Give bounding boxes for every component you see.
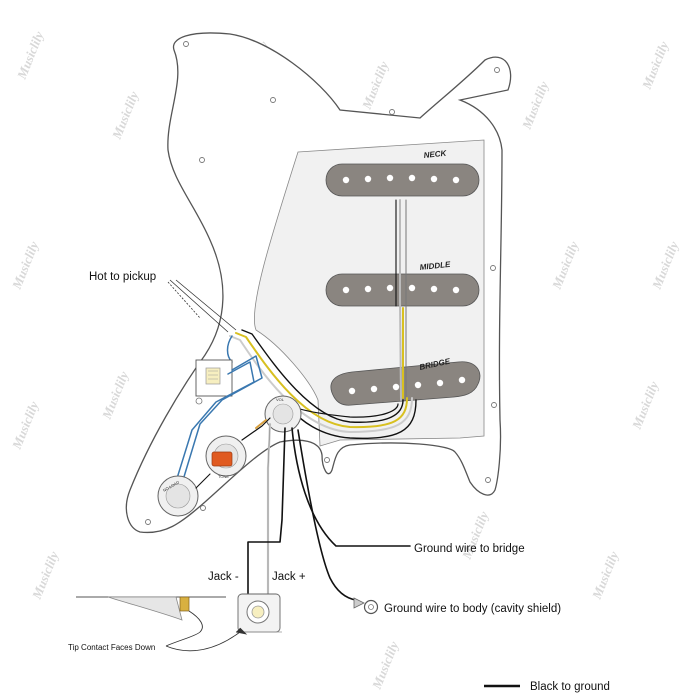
wire-blue-2 [173,361,255,489]
watermark-6: Musiclily [638,39,671,92]
wire-white [229,335,413,433]
leader-hot-3 [167,281,201,319]
side-view-wedge [107,596,183,621]
jack-side-view [76,596,226,633]
pickup-leads [395,199,407,401]
side-view-contact [179,596,190,612]
pickup-bridge-body [330,361,481,406]
screw-hole-7 [491,402,497,408]
screw-hole-9 [324,457,330,463]
legend-label-black: Black to ground [530,681,610,693]
wire-black-2 [289,399,417,439]
pickup-bridge: BRIDGE [330,357,481,406]
watermark-16: Musiclily [588,549,621,602]
screw-hole-8 [485,477,491,483]
watermark-4: Musiclily [358,59,391,112]
watermark-1: Musiclily [13,29,46,82]
pot-volume: VOL [264,395,302,433]
screw-hole-5 [199,157,205,163]
screw-hole-1 [183,41,189,47]
screw-hole-3 [389,109,395,115]
pot-tone: TONE [205,435,247,479]
screw-hole-10 [145,519,151,525]
wire-pot-link [195,473,211,489]
pickup-middle-poles [342,284,460,294]
screw-hole-2 [270,97,276,103]
pickguard-screws [145,41,500,525]
watermark-13: Musiclily [28,549,61,602]
wire-small-orange [255,419,267,429]
leader-tip-side [165,631,201,647]
five-way-switch [195,359,233,405]
wire-yellow [235,332,408,429]
pickup-neck-poles [342,174,460,184]
leader-arrow [235,627,248,635]
pot-tone-label: TONE [218,474,229,479]
pickup-neck: NECK [325,149,480,197]
wire-jack-hot-outline [267,423,271,599]
leader-hot-1 [169,279,229,333]
watermark-5: Musiclily [518,79,551,132]
wire-jack-ground [247,427,286,601]
leader-lines [165,279,248,652]
leader-hot-2 [175,279,237,331]
label-ground-to-bridge: Ground wire to bridge [414,543,525,555]
pickup-middle: MIDDLE [325,260,480,307]
tone-capacitor [211,451,233,467]
wire-pot-ground [241,417,271,441]
jack-sleeve [251,605,265,619]
pot-no-load: NO LOAD [157,475,199,517]
watermark-8: Musiclily [548,239,581,292]
watermark-11: Musiclily [98,369,131,422]
watermark-2: Musiclily [108,89,141,142]
pot-hookup-wires [195,417,271,489]
wire-black-3 [291,403,399,418]
label-tip-contact: Tip Contact Faces Down [68,643,155,652]
label-jack-minus: Jack - [208,571,239,583]
label-ground-to-body: Ground wire to body (cavity shield) [384,603,561,615]
label-jack-plus: Jack + [272,571,306,583]
legend: Black to ground [484,681,610,693]
side-view-tip [188,610,203,633]
neck-lead-white [399,199,402,401]
pickup-neck-label: NECK [423,149,448,160]
screw-hole-6 [490,265,496,271]
switch-contacts [205,367,221,385]
ground-eyelet [353,597,379,615]
leader-tip-jack [165,631,241,652]
pot-volume-label: VOL [276,397,285,402]
watermark-12: Musiclily [628,379,661,432]
watermark-7: Musiclily [8,239,41,292]
label-hot-to-pickup: Hot to pickup [89,271,156,283]
screw-hole-11 [200,505,206,511]
watermark-9: Musiclily [648,239,681,292]
wire-black-1 [241,329,404,423]
wire-ground-body [297,429,357,601]
pickup-middle-body [325,273,480,307]
watermark-10: Musiclily [8,399,41,452]
screw-hole-4 [494,67,500,73]
pickup-bridge-poles [348,376,466,395]
switch-screw [195,397,203,405]
watermark-14: Musiclily [368,639,401,692]
blue-wires [173,355,263,491]
pickup-middle-label: MIDDLE [419,260,451,272]
jack-wires [247,422,411,601]
output-jack [237,593,282,633]
wire-ground-bridge [291,427,411,547]
pickup-neck-body [325,163,480,197]
